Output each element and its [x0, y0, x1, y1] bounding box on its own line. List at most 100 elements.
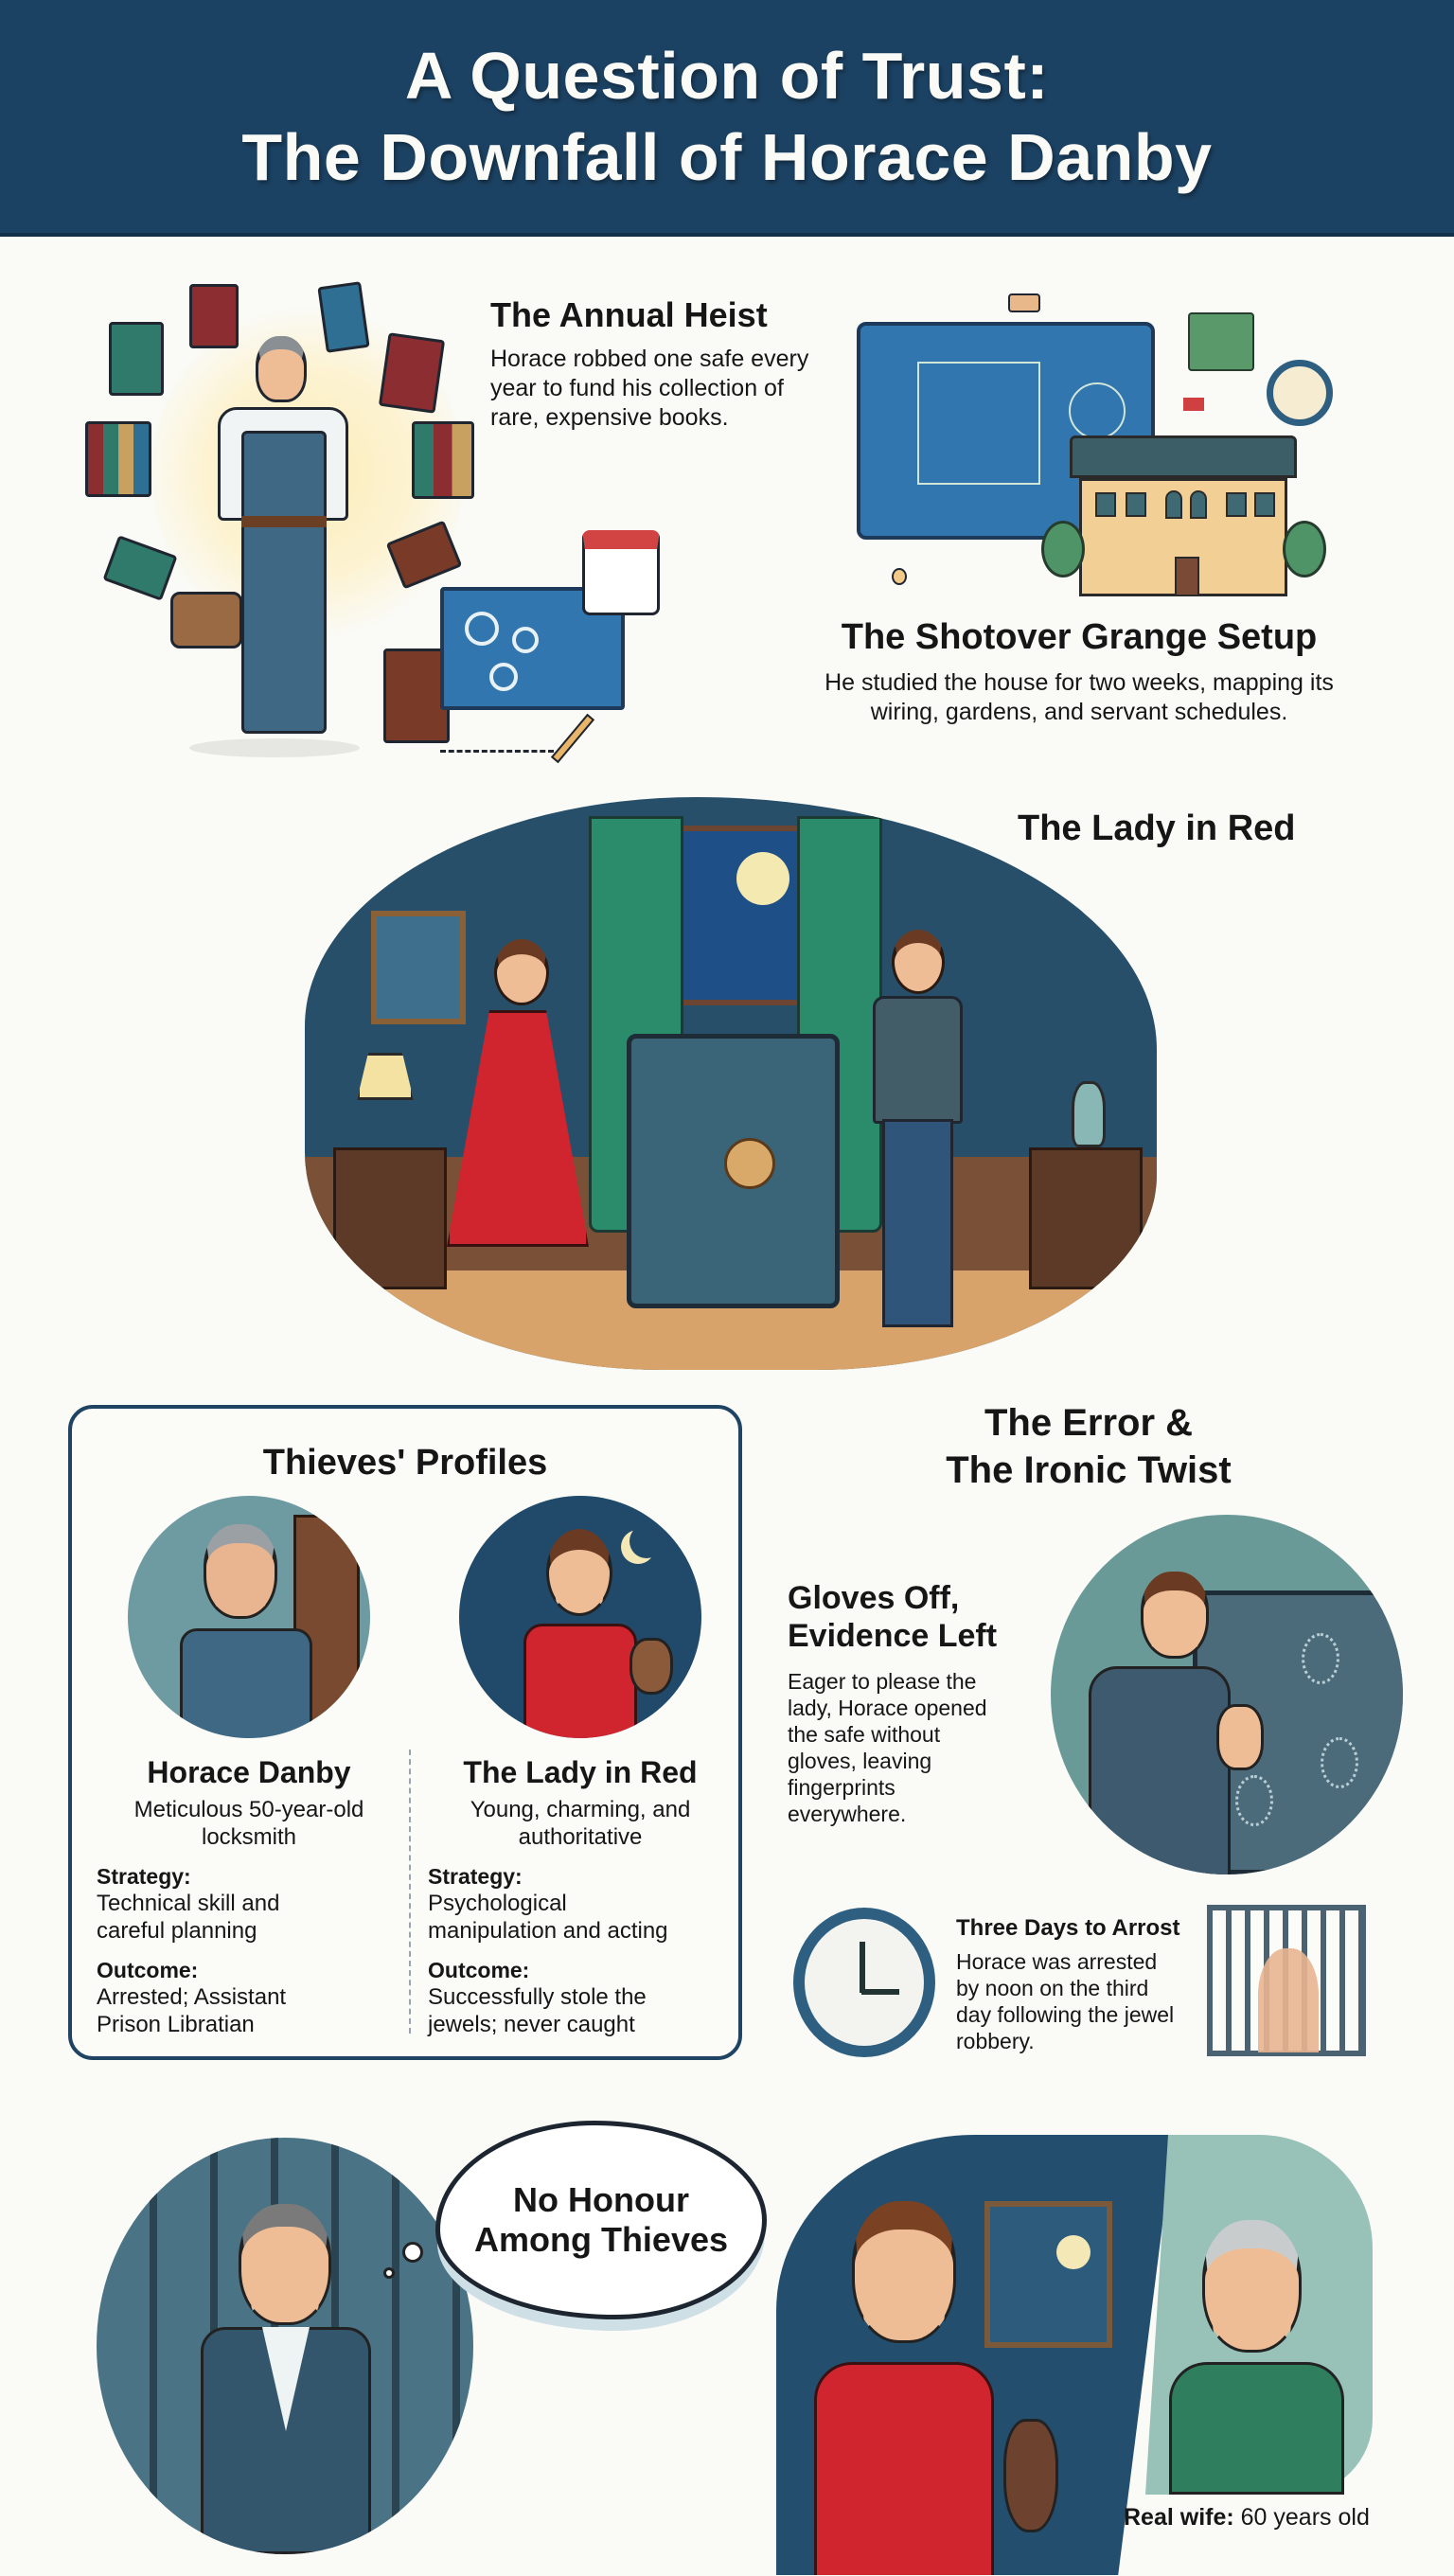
strategy-label: Strategy: [428, 1864, 523, 1889]
wife-head [1202, 2220, 1302, 2353]
window [1165, 490, 1182, 519]
profile-description: Young, charming, and authoritative [470, 1797, 691, 1850]
page-header: A Question of Trust: The Downfall of Hor… [0, 0, 1454, 237]
horace-avatar [128, 1496, 370, 1738]
moon-icon [736, 852, 789, 905]
safe-dial-icon [724, 1138, 775, 1189]
front-door [1175, 557, 1199, 596]
profile-horace: Horace Danby Meticulous 50-year-old lock… [93, 1496, 405, 2038]
vase-flowers-icon [1072, 1081, 1106, 1147]
lamp-icon [357, 1053, 414, 1100]
arrest-text: Three Days to Arrost Horace was arrested… [956, 1914, 1183, 2054]
arrest-body: Horace was arrested by noon on the third… [956, 1949, 1175, 2053]
lady-in-red-scene [305, 797, 1157, 1370]
gloves-off-text: Gloves Off, Evidence Left Eager to pleas… [788, 1579, 1015, 1827]
lady-head [852, 2201, 956, 2343]
fingerprint-icon [1302, 1633, 1339, 1684]
dresser [1029, 1147, 1143, 1289]
window [1254, 492, 1275, 517]
window [1226, 492, 1247, 517]
strategy-value: Psychological manipulation and acting [428, 1891, 668, 1944]
outcome-value: Arrested; Assistant Prison Libratian [97, 1984, 287, 2037]
shotover-text: The Shotover Grange Setup He studied the… [824, 615, 1335, 727]
annual-heist-illustration [66, 265, 710, 776]
shotover-body: He studied the house for two weeks, mapp… [825, 669, 1334, 725]
jewel-bag-icon [629, 1638, 673, 1695]
annual-heist-body: Horace robbed one safe every year to fun… [490, 346, 809, 431]
lady-in-red-title: The Lady in Red [1018, 808, 1296, 848]
target-crosshair-icon [1069, 382, 1126, 439]
title-line-1: The Error & [984, 1402, 1194, 1444]
power-plug-icon [1008, 293, 1040, 312]
books-stack-icon [85, 421, 151, 497]
books-stack-icon [412, 421, 474, 499]
lady-face [546, 1529, 612, 1616]
title-line-1: A Question of Trust: [404, 39, 1050, 113]
thought-bubble-dot [383, 2267, 395, 2279]
strategy-label: Strategy: [97, 1864, 191, 1889]
toolbox-icon [170, 592, 242, 648]
prisoner-illustration [97, 2138, 473, 2554]
moon-icon [1056, 2235, 1090, 2269]
clock-minute-hand [861, 1989, 899, 1995]
wife-cardigan [1169, 2362, 1344, 2495]
floor-plan-lines [917, 362, 1040, 485]
tree-icon [1041, 521, 1085, 577]
red-dress [447, 1010, 589, 1247]
thought-cloud: No Honour Among Thieves [435, 2121, 767, 2319]
clock-hour-hand [860, 1942, 865, 1993]
caption-label: Real wife: [1124, 2504, 1234, 2531]
shotover-illustration [852, 284, 1335, 601]
horace-face [204, 1524, 277, 1619]
title-line-2: The Downfall of Horace Danby [241, 120, 1213, 194]
thought-bubble-dot [402, 2242, 423, 2263]
jail-cell-icon [1207, 1905, 1366, 2056]
gear-icon [489, 663, 518, 691]
gloves-off-body: Eager to please the lady, Horace opened … [788, 1669, 987, 1826]
lady-dress [814, 2362, 994, 2575]
error-twist-heading: The Error & The Ironic Twist [852, 1399, 1325, 1494]
column-divider [409, 1750, 411, 2034]
calendar-icon [582, 530, 660, 615]
crescent-moon-icon [629, 1524, 664, 1558]
gloves-off-title: Gloves Off, Evidence Left [788, 1579, 1015, 1655]
book-icon [109, 322, 164, 396]
night-painting [984, 2201, 1112, 2348]
outcome-label: Outcome: [428, 1958, 530, 1982]
lady-vs-wife-illustration [776, 2135, 1373, 2575]
man-vest [1089, 1666, 1231, 1874]
man-head [1141, 1572, 1209, 1659]
lady-dress [523, 1624, 637, 1738]
plan-blueprint-icon [440, 587, 625, 710]
profile-description: Meticulous 50-year-old locksmith [133, 1797, 364, 1850]
man-trousers [882, 1119, 953, 1327]
window [1190, 490, 1207, 519]
fingerprint-icon [1235, 1775, 1273, 1826]
moonlit-window [665, 826, 807, 1005]
annual-heist-title: The Annual Heist [490, 295, 768, 334]
book-icon [378, 332, 446, 414]
flag-icon [1183, 398, 1204, 411]
book-icon [317, 281, 370, 353]
safe-icon [627, 1034, 840, 1308]
thought-line-1: No Honour [513, 2180, 689, 2219]
thieves-profiles-card: Thieves' Profiles Horace Danby Meticulou… [68, 1405, 742, 2060]
annual-heist-text: The Annual Heist Horace robbed one safe … [490, 293, 831, 433]
profiles-title: Thieves' Profiles [262, 1443, 548, 1483]
window [1095, 492, 1116, 517]
mansion-roof [1070, 435, 1297, 478]
pencil-icon [550, 713, 595, 764]
window [1126, 492, 1146, 517]
strategy-value: Technical skill and careful planning [97, 1891, 280, 1944]
thought-line-2: Among Thieves [473, 2220, 729, 2259]
fingerprints-safe-illustration [1051, 1515, 1403, 1874]
error-twist-title: The Error & The Ironic Twist [852, 1399, 1325, 1494]
profile-lady-in-red: The Lady in Red Young, charming, and aut… [424, 1496, 736, 2038]
title-line-1: Gloves Off, [788, 1580, 960, 1616]
title-line-2: The Ironic Twist [946, 1449, 1232, 1491]
light-bulb-icon [892, 568, 907, 585]
profile-name: Horace Danby [147, 1755, 351, 1789]
man-head [892, 930, 945, 994]
title-line-2: Evidence Left [788, 1618, 998, 1654]
fingerprint-icon [1321, 1737, 1358, 1788]
